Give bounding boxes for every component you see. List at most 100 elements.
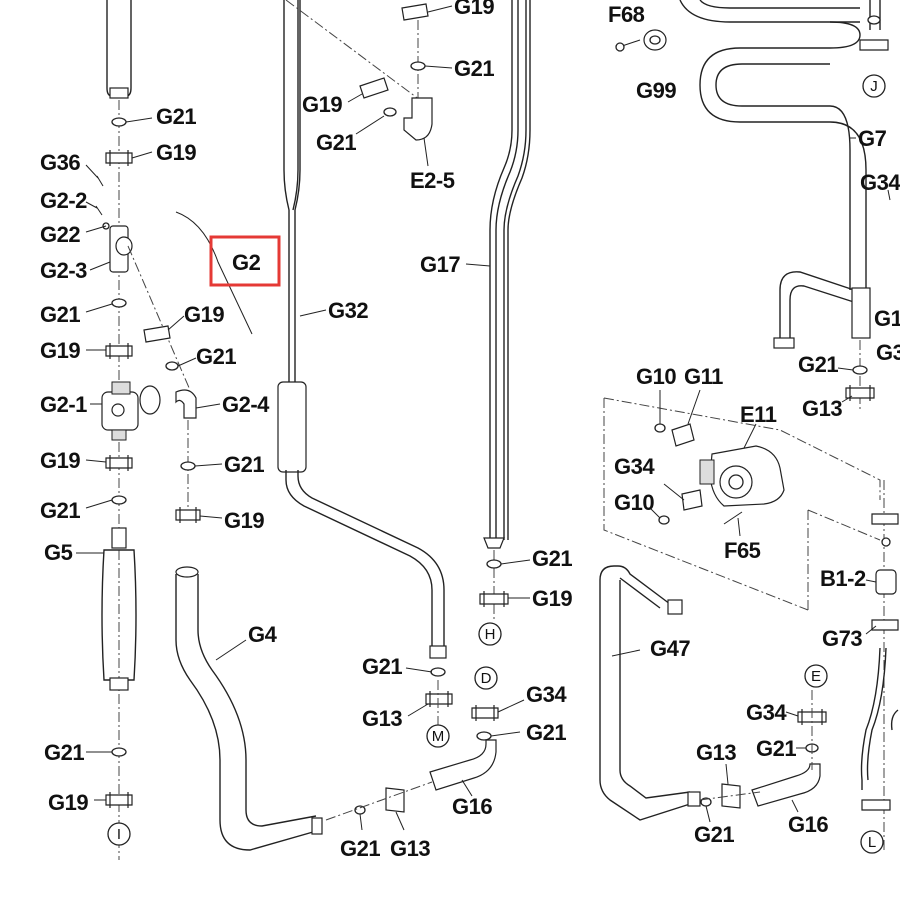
part-label: G21	[362, 654, 402, 679]
pipe-g32	[277, 0, 447, 659]
clip	[105, 343, 133, 359]
part-label: E2-5	[410, 168, 455, 193]
part-label: G2-3	[40, 258, 87, 283]
part-label: G21	[224, 452, 264, 477]
pipe-g47	[599, 565, 671, 609]
right-assembly	[599, 0, 899, 850]
part-labels: G21 G19 G36 G2-2 G22 G2-3 G2 G21 G19 G19…	[40, 0, 900, 861]
part-label: G21	[756, 736, 796, 761]
connector-j	[862, 74, 886, 98]
clip	[105, 150, 133, 166]
screw	[621, 39, 641, 47]
o-ring	[111, 495, 127, 505]
highlight-box	[209, 235, 281, 287]
part-label: G34	[746, 700, 787, 725]
part-label: G2-1	[40, 392, 87, 417]
clip	[479, 591, 509, 607]
clip	[859, 39, 889, 51]
part-label: G10	[636, 364, 676, 389]
clip	[105, 792, 133, 808]
bottom-middle-cluster	[325, 667, 525, 831]
connector-l	[860, 830, 884, 854]
part-label: G34	[614, 454, 655, 479]
part-label: G19	[40, 338, 80, 363]
o-ring	[111, 117, 127, 127]
part-label: G16	[452, 794, 492, 819]
part-label: G21	[694, 822, 734, 847]
part-label: G73	[822, 626, 862, 651]
top-middle-cluster	[347, 3, 453, 167]
coil-pipe	[679, 0, 860, 23]
part-label: G13	[802, 396, 842, 421]
pipe-top-left	[106, 0, 132, 97]
part-label: G5	[44, 540, 73, 565]
clip	[471, 705, 499, 721]
part-label: G21	[798, 352, 838, 377]
pipe-g4	[175, 574, 321, 851]
part-label: G34	[860, 170, 900, 195]
part-label: G16	[788, 812, 828, 837]
sensor-b1-2	[875, 569, 897, 595]
o-ring	[165, 361, 179, 371]
elbow-e2-5	[403, 97, 433, 141]
part-label: G19	[40, 448, 80, 473]
part-label: G10	[614, 490, 654, 515]
clip	[845, 385, 875, 401]
pipe-g16	[429, 739, 497, 791]
clip	[681, 489, 703, 511]
part-label: G1	[874, 306, 900, 331]
highlighted-part-label: G2	[232, 250, 261, 275]
part-label: G21	[316, 130, 356, 155]
o-ring	[111, 298, 127, 308]
part-label: G21	[40, 302, 80, 327]
connector-i-label: I	[117, 826, 121, 843]
part-label: G21	[526, 720, 566, 745]
part-label: E11	[740, 402, 777, 427]
clip	[143, 325, 171, 343]
connectors: I H M D J E L	[107, 74, 886, 854]
screw	[723, 511, 743, 525]
part-label: G21	[40, 498, 80, 523]
part-label: G34	[526, 682, 567, 707]
part-label: G99	[636, 78, 676, 103]
connector-i	[107, 822, 131, 846]
elbow-fitting	[175, 389, 197, 419]
left-assembly	[76, 0, 323, 860]
connector-j-label: J	[870, 78, 878, 95]
part-label: G13	[362, 706, 402, 731]
connector-e-label: E	[811, 668, 821, 685]
clip	[359, 77, 389, 99]
part-label: G7	[858, 126, 887, 151]
part-label: F65	[724, 538, 761, 563]
o-ring	[111, 747, 127, 757]
part-label: G32	[328, 298, 368, 323]
part-label: G21	[196, 344, 236, 369]
flexible-hose	[101, 527, 137, 691]
part-label: G21	[532, 546, 572, 571]
clip	[385, 787, 405, 813]
connector-h-label: H	[485, 626, 496, 643]
clip	[175, 507, 201, 523]
part-label: G11	[684, 364, 723, 389]
part-label: G19	[48, 790, 88, 815]
part-label: G19	[532, 586, 572, 611]
part-label: G4	[248, 622, 278, 647]
part-label: G19	[224, 508, 264, 533]
clip	[425, 691, 453, 707]
part-label: F68	[608, 2, 645, 27]
part-label: G19	[156, 140, 196, 165]
part-label: G21	[454, 56, 494, 81]
connector-m	[426, 724, 450, 748]
clip	[401, 3, 429, 21]
part-label: B1-2	[820, 566, 866, 591]
clip	[671, 423, 695, 447]
part-label: G2-4	[222, 392, 270, 417]
part-label: G19	[454, 0, 494, 19]
connector-d-label: D	[481, 670, 492, 687]
pipe-g16-b	[751, 763, 821, 807]
o-ring	[180, 461, 196, 471]
pump-e11	[699, 445, 785, 507]
connector-h	[478, 622, 502, 646]
